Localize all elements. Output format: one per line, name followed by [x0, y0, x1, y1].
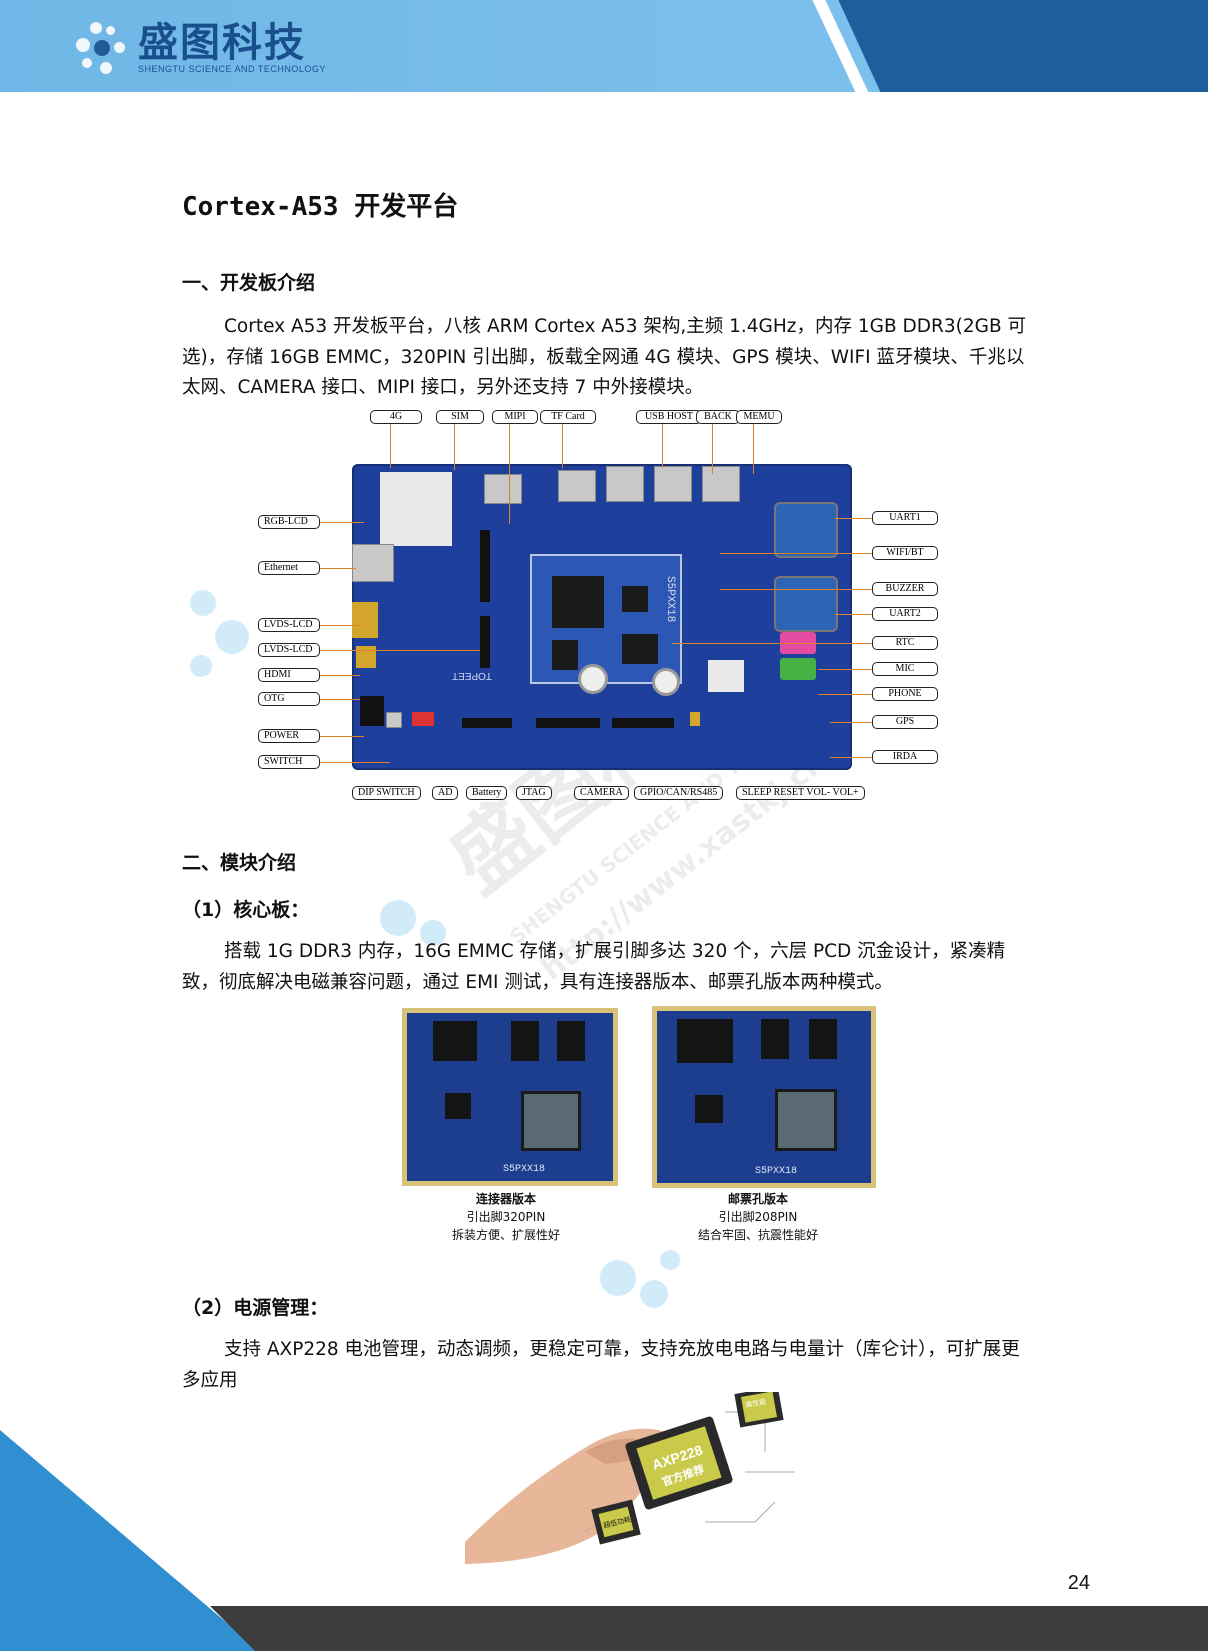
- label-dip-switch: DIP SWITCH: [352, 786, 421, 800]
- page-header: 盛图科技 SHENGTU SCIENCE AND TECHNOLOGY: [0, 0, 1208, 92]
- label-rgb-lcd: RGB-LCD: [258, 515, 320, 529]
- label-memu: MEMU: [736, 410, 782, 424]
- axp228-chip-image: AXP228 官方推荐 高性能 超低功耗: [465, 1386, 805, 1564]
- board-brand: TOPEET: [452, 670, 492, 681]
- label-switch: SWITCH: [258, 755, 320, 769]
- gpio-header: [612, 718, 674, 728]
- core-left-caption-title: 连接器版本: [475, 1192, 536, 1206]
- label-usb-host: USB HOST: [636, 410, 702, 424]
- rtc-battery: [652, 668, 680, 696]
- label-camera: CAMERA: [574, 786, 629, 800]
- footer-blue-triangle: [0, 1430, 260, 1651]
- power-management-heading: （2）电源管理：: [182, 1297, 329, 1319]
- logo-chinese: 盛图科技: [138, 20, 306, 66]
- phone-jack: [780, 658, 816, 680]
- lcd-connector-1: [480, 530, 490, 602]
- core-left-caption-line1: 引出脚320PIN: [466, 1210, 546, 1224]
- core-left-caption: 连接器版本 引出脚320PIN 拆装方便、扩展性好: [420, 1190, 592, 1244]
- core-board-heading: （1）核心板：: [182, 899, 310, 921]
- dip-switch: [412, 712, 434, 726]
- label-sleep-reset-vol: SLEEP RESET VOL- VOL+: [736, 786, 865, 800]
- 4g-module: [380, 472, 452, 546]
- label-lvds-lcd-2: LVDS-LCD: [258, 643, 320, 657]
- dev-board-image: S5PXX18 TOPEET: [352, 464, 852, 770]
- som-label: S5PXX18: [664, 576, 676, 623]
- label-irda: IRDA: [872, 750, 938, 764]
- usb-port-2: [654, 466, 692, 502]
- section1-heading: 一、开发板介绍: [182, 272, 316, 294]
- hand-chip-illustration: AXP228 官方推荐 高性能 超低功耗: [465, 1386, 795, 1564]
- buzzer: [578, 664, 608, 694]
- page-number: 24: [1067, 1572, 1090, 1594]
- core-left-caption-line2: 拆装方便、扩展性好: [451, 1228, 560, 1242]
- label-battery: Battery: [466, 786, 508, 800]
- label-rtc: RTC: [872, 636, 938, 650]
- uart1-port: [774, 502, 838, 558]
- ethernet-port: [352, 544, 394, 582]
- lcd-connector-2: [480, 616, 490, 668]
- label-back: BACK: [696, 410, 740, 424]
- label-gpio-can-rs485: GPIO/CAN/RS485: [634, 786, 724, 800]
- camera-header: [536, 718, 600, 728]
- label-tf-card: TF Card: [540, 410, 596, 424]
- core-left-chip-label: S5PXX18: [503, 1164, 546, 1175]
- label-uart2: UART2: [872, 607, 938, 621]
- label-otg: OTG: [258, 692, 320, 706]
- jtag-header: [462, 718, 512, 728]
- title-chinese: 开发平台: [354, 192, 459, 222]
- core-right-caption-line1: 引出脚208PIN: [718, 1210, 798, 1224]
- power-management-paragraph: 支持 AXP228 电池管理，动态调频，更稳定可靠，支持充放电电路与电量计（库仑…: [182, 1339, 1020, 1391]
- core-right-caption-title: 邮票孔版本: [727, 1192, 788, 1206]
- usb-port-1: [606, 466, 644, 502]
- label-mic: MIC: [872, 662, 938, 676]
- uart2-port: [774, 576, 838, 632]
- core-right-chip-label: S5PXX18: [755, 1166, 798, 1177]
- sim-slot: [484, 474, 522, 504]
- logo-english: SHENGTU SCIENCE AND TECHNOLOGY: [138, 64, 326, 74]
- core-right-caption: 邮票孔版本 引出脚208PIN 结合牢固、抗震性能好: [668, 1190, 848, 1244]
- label-power: POWER: [258, 729, 320, 743]
- label-uart1: UART1: [872, 511, 938, 525]
- label-buzzer: BUZZER: [872, 582, 938, 596]
- mini-hdmi-port: [356, 646, 376, 668]
- dev-board-figure: S5PXX18 TOPEET 4G SIM MIPI TF Card USB H…: [258, 410, 950, 808]
- label-lvds-lcd-1: LVDS-LCD: [258, 618, 320, 632]
- title-latin: Cortex-A53: [182, 192, 339, 222]
- som-module: S5PXX18: [530, 554, 682, 684]
- tf-slot: [558, 470, 596, 502]
- label-sim: SIM: [436, 410, 484, 424]
- company-logo: 盛图科技 SHENGTU SCIENCE AND TECHNOLOGY: [72, 18, 326, 78]
- section2-heading: 二、模块介绍: [182, 852, 297, 874]
- core-right-caption-line2: 结合牢固、抗震性能好: [697, 1228, 818, 1242]
- label-mipi: MIPI: [492, 410, 538, 424]
- logo-dots-icon: [72, 18, 136, 78]
- usb-port-3: [702, 466, 740, 502]
- hdmi-port: [352, 602, 378, 638]
- label-phone: PHONE: [872, 687, 938, 701]
- core-board-stamp-image: S5PXX18: [652, 1006, 876, 1188]
- label-ad: AD: [432, 786, 459, 800]
- label-gps: GPS: [872, 715, 938, 729]
- antenna-connector: [690, 712, 700, 726]
- label-hdmi: HDMI: [258, 668, 320, 682]
- power-jack: [360, 696, 384, 726]
- page-title: Cortex-A53 开发平台: [182, 186, 458, 223]
- core-board-paragraph: 搭载 1G DDR3 内存，16G EMMC 存储，扩展引脚多达 320 个，六…: [182, 941, 1006, 993]
- power-switch: [386, 712, 402, 728]
- label-4g: 4G: [370, 410, 422, 424]
- core-board-connector-image: S5PXX18: [402, 1008, 618, 1186]
- chip-label-small-1: 高性能: [745, 1397, 767, 1410]
- label-ethernet: Ethernet: [258, 561, 320, 575]
- label-jtag: JTAG: [516, 786, 552, 800]
- gps-module: [708, 660, 744, 692]
- label-wifi-bt: WIFI/BT: [872, 546, 938, 560]
- section1-paragraph: Cortex A53 开发板平台，八核 ARM Cortex A53 架构,主频…: [182, 316, 1027, 398]
- footer-dark-band: [210, 1606, 1208, 1651]
